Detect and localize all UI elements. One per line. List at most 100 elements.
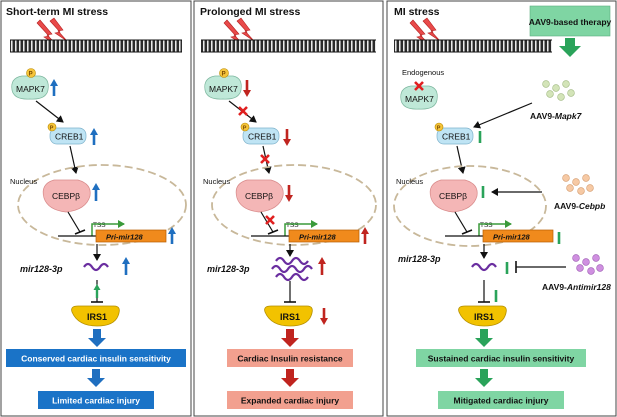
creb1-shape [49,127,87,145]
cross-icon [238,106,248,116]
outcome-label: Sustained cardiac insulin sensitivity [428,354,575,364]
svg-text:P: P [29,72,33,78]
panel-prolonged: Prolonged MI stress MAPK7 P CREB1 P [200,6,377,409]
panel-frame-therapy [386,0,617,417]
svg-text:P: P [243,125,247,131]
mirna-strand [471,262,497,272]
phospho-icon: P [26,68,36,78]
creb1-label: CREB1 [248,132,277,142]
tss-label: TSS [93,222,106,229]
cebpb-label: CEBPβ [439,191,467,201]
mapk7-label: MAPK7 [16,84,45,94]
therapy-box [529,5,611,37]
outcome-label: Conserved cardiac insulin sensitivity [21,354,171,364]
down-arrow-icon [320,308,328,325]
cebpb-shape [429,179,478,213]
lightning-icon [223,17,255,47]
outcome-box [6,349,186,367]
mirna-strand [83,262,109,272]
cebpb-shape [235,179,284,213]
mirna-strand [271,256,313,282]
creb1-label: CREB1 [55,132,84,142]
nucleus-boundary [211,164,377,246]
virus-particle-icon [562,174,594,195]
mirna-label: mir128-3p [207,264,250,274]
panel-therapy: MI stress AAV9-based therapy Endogenous … [393,5,612,409]
down-arrow-icon [283,129,291,146]
up-arrow-icon [168,227,176,244]
outcome-box [416,349,586,367]
irs1-label: IRS1 [87,312,107,322]
pri-mir128-gene [482,229,554,243]
nucleus-label: Nucleus [10,177,37,186]
panel-title: Short-term MI stress [6,6,108,18]
virus-particle-icon [542,80,575,101]
irs1-label: IRS1 [280,312,300,322]
mapk7-label: MAPK7 [405,94,434,104]
phospho-icon: P [434,122,444,131]
panel-title: Prolonged MI stress [200,6,301,18]
cebpb-label: CEBPβ [52,191,80,201]
outcome-label: Cardiac Insulin resistance [237,354,343,364]
svg-text:P: P [50,125,54,131]
panel-short-term: Short-term MI stress MAPK7 P CREB1 P [6,6,187,409]
nucleus-label: Nucleus [396,177,423,186]
aav-mapk7-label: AAV9-Mapk7 [530,111,583,121]
cell-membrane [201,40,376,52]
down-arrow-icon [475,329,493,347]
injury-label: Limited cardiac injury [52,396,140,406]
pri-mir128-gene [288,229,360,243]
mirna-label: mir128-3p [20,264,63,274]
cross-icon [414,81,424,91]
gene-label: Pri-mir128 [299,233,337,242]
irs1-shape [71,305,120,327]
creb1-shape [242,127,280,145]
phospho-icon: P [47,122,57,131]
phospho-icon: P [219,68,229,78]
mapk7-shape [400,85,438,110]
down-arrow-icon [475,369,493,387]
down-arrow-icon [88,329,106,347]
up-arrow-icon [318,257,326,275]
down-arrow-icon [281,329,299,347]
pri-mir128-gene [95,229,167,243]
aav-antimir128-label: AAV9-Antimir128 [542,282,611,292]
up-arrow-icon [361,227,369,244]
cross-icon [265,215,275,225]
creb1-shape [436,127,474,145]
creb1-label: CREB1 [442,132,471,142]
tss-label: TSS [480,222,493,229]
phospho-icon: P [240,122,250,131]
cell-membrane [10,40,182,52]
injury-box [38,391,154,409]
down-arrow-icon [285,185,293,202]
up-arrow-icon [92,183,100,201]
aav-cebpb-label: AAV9-Cebpb [554,201,605,211]
nucleus-boundary [17,164,187,246]
injury-label: Mitigated cardiac injury [454,396,549,406]
cebpb-label: CEBPβ [245,191,273,201]
up-arrow-icon [122,257,130,275]
therapy-label: AAV9-based therapy [529,17,612,27]
irs1-shape [264,305,313,327]
injury-box [227,391,353,409]
down-arrow-icon [87,369,105,387]
panel-title: MI stress [394,6,440,18]
svg-text:P: P [437,125,441,131]
up-arrow-icon [93,284,101,298]
irs1-shape [458,305,507,327]
mapk7-shape [204,75,242,100]
down-arrow-icon [243,80,251,97]
endogenous-label: Endogenous [402,68,444,77]
tss-label: TSS [286,222,299,229]
nucleus-boundary [393,165,547,247]
gene-label: Pri-mir128 [493,233,531,242]
mapk7-label: MAPK7 [209,84,238,94]
mirna-label: mir128-3p [398,254,441,264]
cell-membrane [394,40,552,52]
cebpb-shape [42,179,91,213]
down-arrow-icon [559,38,581,57]
cross-icon [260,154,270,164]
